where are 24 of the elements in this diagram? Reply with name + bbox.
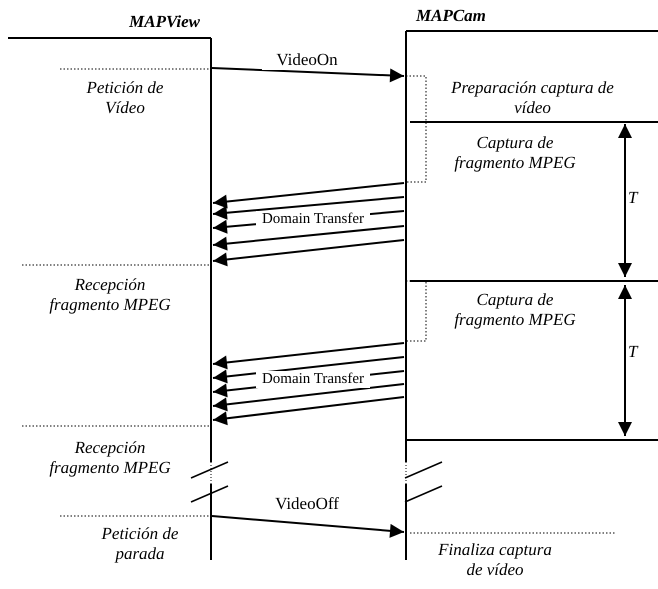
message-arrow (212, 342, 404, 370)
note: Captura de fragmento MPEG (453, 290, 577, 330)
note: Recepción fragmento MPEG (48, 275, 172, 315)
note: Petición de Vídeo (86, 78, 164, 118)
message-arrow (212, 196, 404, 220)
dimension-label: T (628, 188, 640, 208)
message-arrow (212, 356, 404, 384)
message-arrow (212, 182, 404, 208)
note: Finaliza captura de vídeo (437, 540, 553, 580)
message-arrow (212, 396, 404, 426)
dimension-label: T (628, 342, 640, 362)
note: Recepción fragmento MPEG (48, 438, 172, 478)
message-arrow (212, 515, 404, 538)
edge-label: Domain Transfer (256, 211, 370, 228)
note: Captura de fragmento MPEG (453, 133, 577, 173)
participant-name: MAPCam (416, 6, 487, 26)
edge-label: Domain Transfer (256, 371, 370, 388)
message-arrow (212, 383, 404, 412)
note: Preparación captura de vídeo (450, 78, 615, 118)
participant-name: MAPView (128, 12, 200, 32)
note: Petición de parada (100, 524, 180, 564)
message-arrow (212, 239, 404, 266)
message-arrow (212, 67, 404, 82)
message-arrow (212, 225, 404, 251)
